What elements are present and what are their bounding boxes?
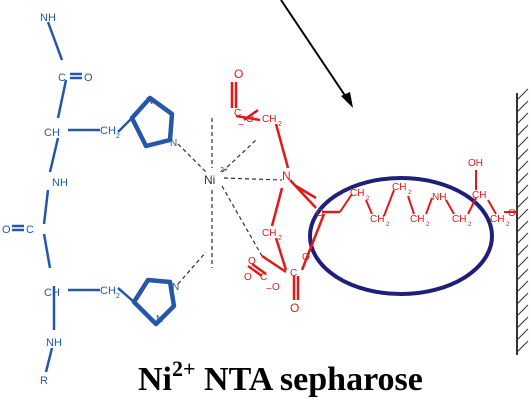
linker-ch2-5: CH [452, 214, 466, 225]
peptide-ch2-top: CH [100, 125, 116, 137]
nta-ch2-2: CH [262, 228, 276, 239]
pointer-arrow [280, 0, 353, 108]
linker-ch2-2: CH [370, 214, 384, 225]
nta-o-6: O [302, 252, 310, 263]
nta-o-5: O [290, 301, 299, 315]
linker-ch2-1: CH [350, 188, 364, 199]
linker-highlight-ellipse [308, 176, 494, 296]
peptide-nh-mid: NH [52, 177, 68, 189]
nickel-atom: Ni [204, 173, 215, 187]
nickel-charge: 2+ [220, 167, 228, 174]
peptide-ch2-bottom-subscript: 2 [116, 293, 120, 300]
linker-nh: NH [432, 192, 446, 203]
peptide-nh-top: NH [40, 12, 56, 24]
peptide-ch2-top-subscript: 2 [116, 133, 120, 140]
linker-ch2-2-subscript: 2 [386, 222, 390, 228]
nta-c-1: C [234, 108, 241, 119]
nta-minus-2: − [266, 284, 272, 295]
nta-c-2: C [316, 208, 323, 219]
peptide-ch2-bottom: CH [100, 285, 116, 297]
peptide-carbonyl-o-top: O [84, 72, 93, 84]
linker-ch: CH [472, 190, 486, 201]
sepharose-surface [516, 88, 529, 355]
caption: Ni2+ NTA sepharose [138, 356, 423, 398]
nta-ch2-1: CH [262, 114, 276, 125]
imidazole-n-4: N [156, 314, 163, 325]
linker-ch2-3: CH [392, 182, 406, 193]
peptide-alpha-ch-bottom: CH [44, 287, 60, 299]
linker-ch2-4: CH [410, 214, 424, 225]
linker-ch2-5-subscript: 2 [468, 222, 472, 228]
caption-suffix: NTA sepharose [196, 361, 423, 398]
linker-ch2-3-subscript: 2 [408, 190, 412, 196]
nta-ch2-2-subscript: 2 [278, 235, 282, 242]
imidazole-n-3: N [172, 282, 179, 293]
linker-ether-o: O [508, 208, 516, 219]
nta-ch2-1-subscript: 2 [278, 121, 282, 128]
linker-ch2-6: CH [490, 214, 504, 225]
linker-hydroxyl: OH [468, 158, 483, 169]
peptide-carbonyl-o-mid: O [2, 224, 11, 236]
linker-ch2-1-subscript: 2 [366, 196, 370, 202]
nta-c-4: C [290, 268, 297, 279]
nta-minus-1: − [238, 120, 244, 131]
imidazole-n-1: N [146, 96, 153, 107]
peptide-r-group: R [40, 375, 48, 387]
nta-o-7: O [272, 282, 280, 293]
linker-ch2-4-subscript: 2 [426, 222, 430, 228]
coordination-bonds [177, 118, 283, 285]
peptide-alpha-ch-top: CH [44, 127, 60, 139]
nta-nitrogen: N [282, 169, 291, 183]
peptide-backbone: NH C O CH CH 2 NH C O CH CH 2 NH R N N N… [2, 12, 179, 387]
linker-ch2-6-subscript: 2 [506, 222, 510, 228]
sepharose-linker: CH 2 CH 2 CH 2 CH 2 NH CH 2 OH CH CH 2 O [339, 158, 517, 228]
nta-o-3: O [248, 256, 256, 267]
peptide-carbonyl-c-mid: C [26, 224, 34, 236]
nta-chelator: O C O − CH 2 N CH 2 C O C O C O O O − [230, 67, 340, 315]
caption-text: Ni2+ NTA sepharose [138, 356, 423, 398]
peptide-nh-bottom: NH [46, 337, 62, 349]
nta-o-4: O [244, 272, 252, 283]
nta-c-3: C [260, 272, 267, 283]
caption-superscript: 2+ [172, 356, 196, 381]
nta-o-1: O [234, 67, 243, 81]
caption-prefix: Ni [138, 361, 172, 398]
imidazole-n-2: N [170, 138, 177, 149]
peptide-carbonyl-c-top: C [58, 72, 66, 84]
nta-o-2: O [246, 114, 254, 125]
